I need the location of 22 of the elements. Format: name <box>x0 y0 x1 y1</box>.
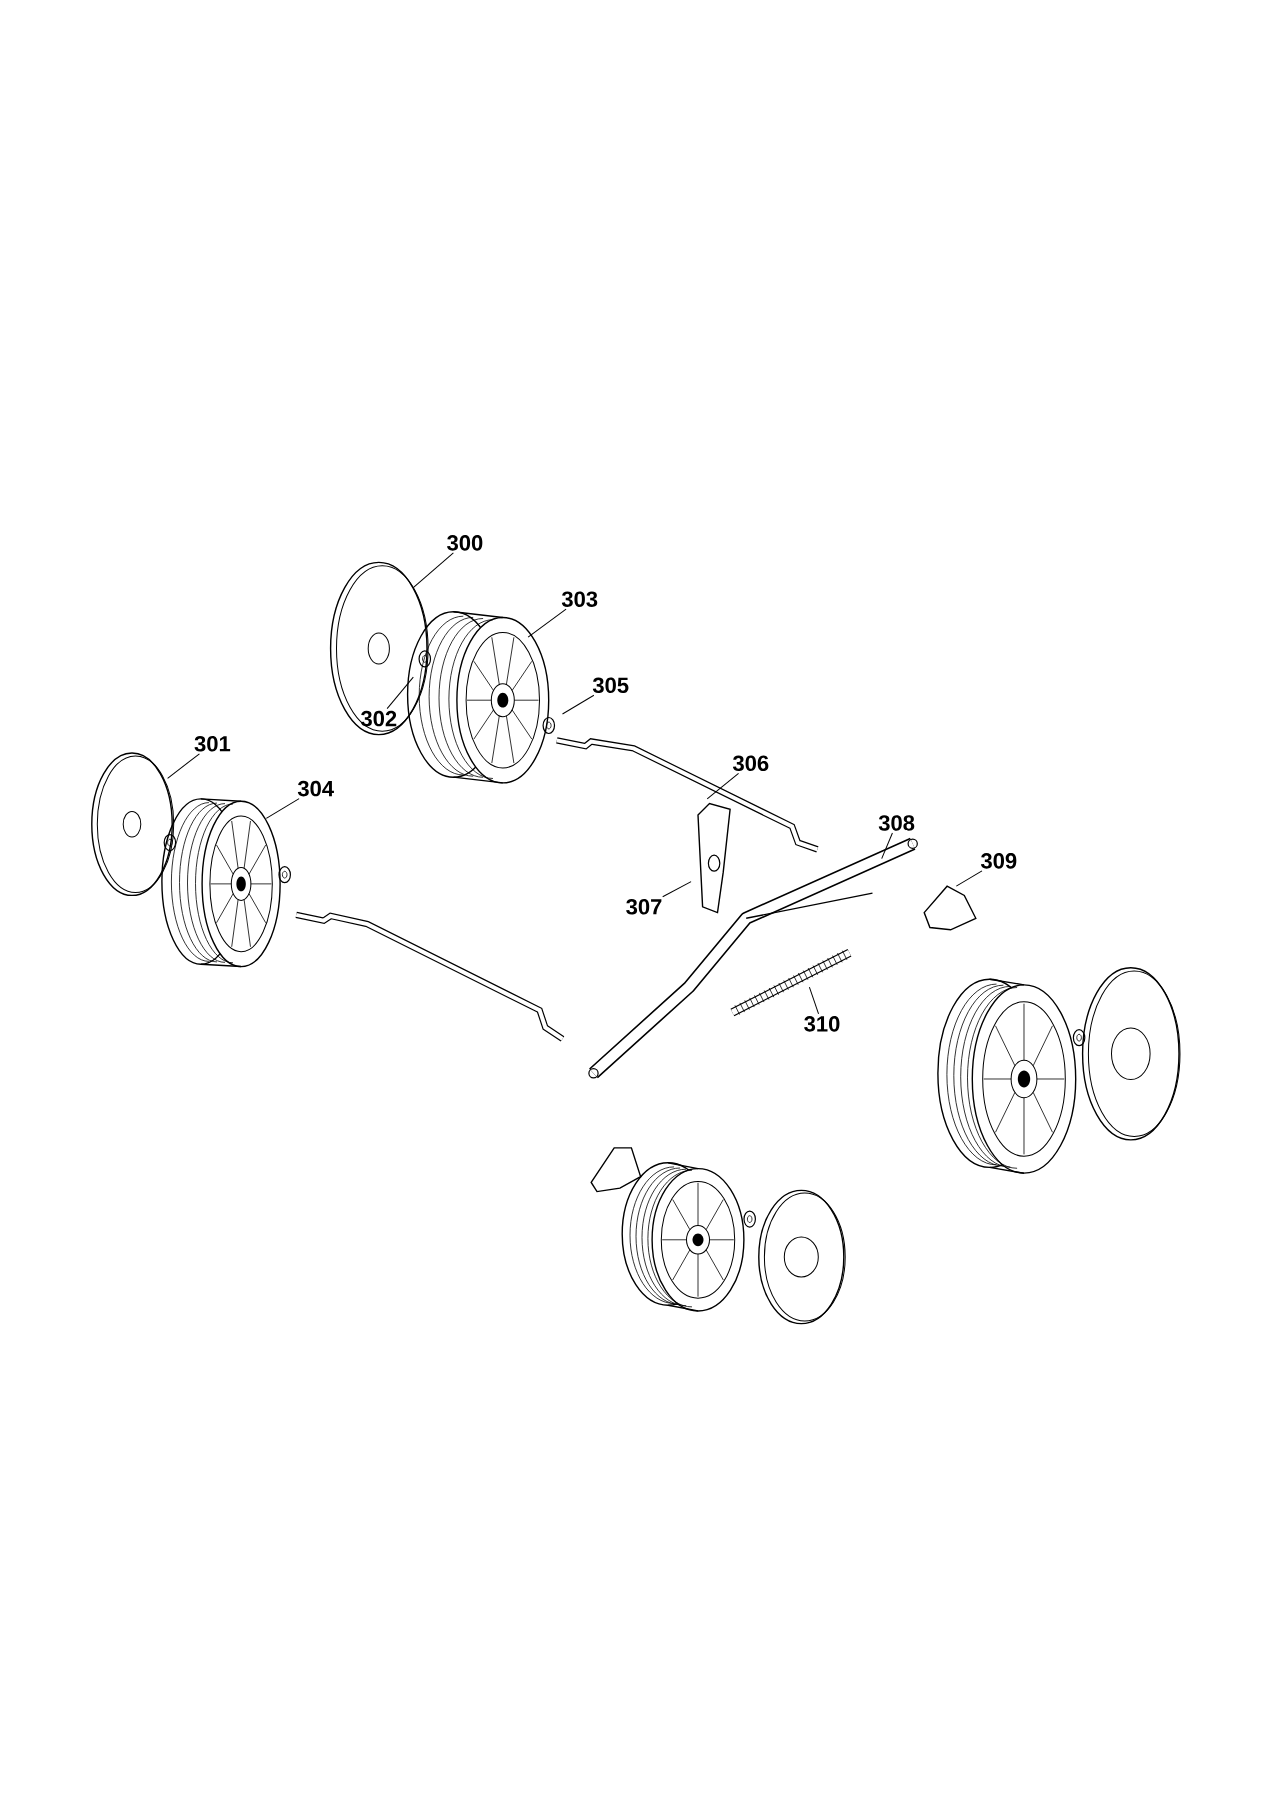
callout-number: 304 <box>297 780 334 797</box>
leader-line <box>955 870 983 887</box>
leader-line <box>808 986 820 1015</box>
callout-number: 310 <box>804 1016 840 1032</box>
leader-line <box>562 694 595 715</box>
leader-line <box>386 676 414 710</box>
callout-number: 301 <box>194 736 231 752</box>
callout-number: 302 <box>360 710 397 727</box>
callout-number: 300 <box>447 535 483 551</box>
leader-line <box>662 881 692 898</box>
leader-line <box>167 753 200 779</box>
callout-number: 305 <box>592 677 629 694</box>
callout-number: 308 <box>878 815 915 831</box>
leader-line <box>881 832 893 860</box>
leader-line <box>412 552 454 589</box>
callout-number: 307 <box>626 899 662 915</box>
callout-number: 309 <box>980 853 1017 869</box>
leader-line <box>706 772 740 800</box>
callout-number: 303 <box>561 591 598 607</box>
leader-line <box>527 608 567 638</box>
callout-number: 306 <box>732 755 769 772</box>
leader-line <box>265 798 300 819</box>
